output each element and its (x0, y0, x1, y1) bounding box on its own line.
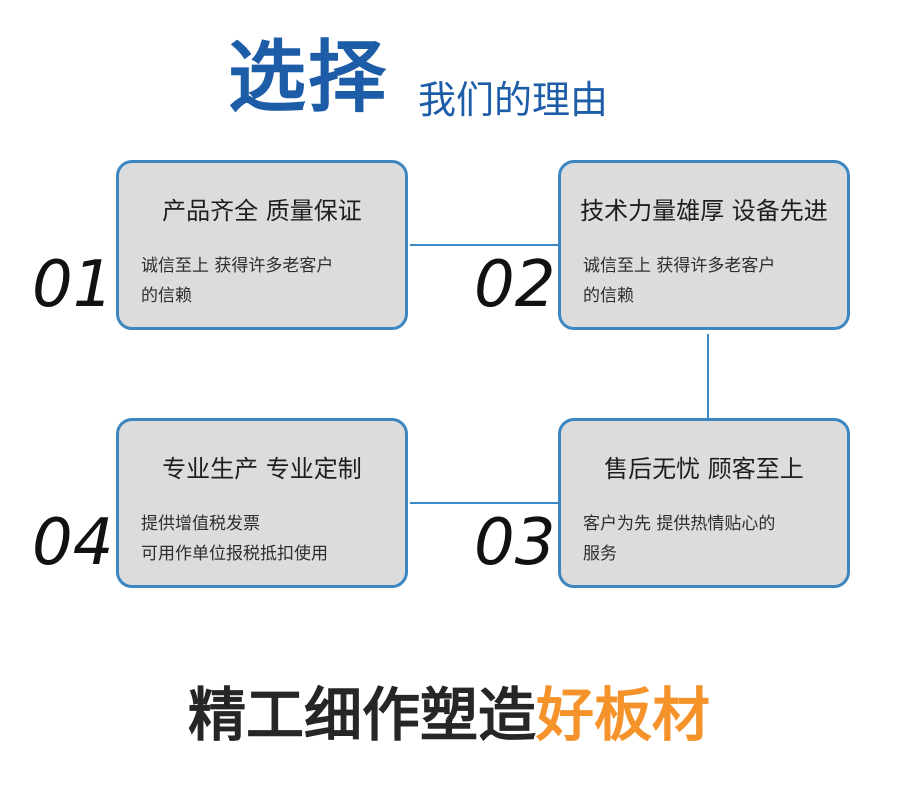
reason-card-title: 专业生产 专业定制 (162, 455, 362, 483)
slogan-text-accent: 好板材 (536, 681, 711, 749)
connector-line-right (707, 334, 709, 418)
reason-card-03: 售后无忧 顾客至上 客户为先 提供热情贴心的 服务 (558, 418, 850, 588)
reason-card-description: 诚信至上 获得许多老客户 的信赖 (141, 251, 387, 311)
reason-card-desc-line: 诚信至上 获得许多老客户 (141, 256, 334, 276)
bottom-slogan: 精工细作塑造好板材 (188, 670, 710, 760)
reason-card-desc-line: 可用作单位报税抵扣使用 (141, 544, 328, 564)
reason-card-title: 技术力量雄厚 设备先进 (580, 197, 828, 225)
connector-line-bottom (410, 502, 560, 504)
heading-title-light: 我们的理由 (418, 78, 609, 122)
reason-number-04: 04 (32, 506, 114, 580)
slogan-text-dark: 精工细作塑造 (188, 681, 537, 749)
reason-card-04: 专业生产 专业定制 提供增值税发票 可用作单位报税抵扣使用 (116, 418, 408, 588)
reason-number-03: 03 (474, 506, 556, 580)
reason-card-desc-line: 提供增值税发票 (141, 514, 260, 534)
reason-card-title: 产品齐全 质量保证 (162, 197, 362, 225)
reason-card-description: 提供增值税发票 可用作单位报税抵扣使用 (141, 509, 387, 569)
reason-card-desc-line: 的信赖 (583, 286, 634, 306)
reason-card-desc-line: 客户为先 提供热情贴心的 (583, 514, 776, 534)
heading-title-bold: 选择 (228, 33, 389, 123)
reason-card-desc-line: 服务 (583, 544, 617, 564)
reason-card-02: 技术力量雄厚 设备先进 诚信至上 获得许多老客户 的信赖 (558, 160, 850, 330)
reason-number-02: 02 (474, 248, 556, 322)
reason-card-desc-line: 诚信至上 获得许多老客户 (583, 256, 776, 276)
connector-line-top (410, 244, 560, 246)
reason-card-title: 售后无忧 顾客至上 (604, 455, 804, 483)
reason-number-01: 01 (32, 248, 114, 322)
reason-card-desc-line: 的信赖 (141, 286, 192, 306)
reason-card-01: 产品齐全 质量保证 诚信至上 获得许多老客户 的信赖 (116, 160, 408, 330)
reason-card-description: 诚信至上 获得许多老客户 的信赖 (583, 251, 829, 311)
reason-card-description: 客户为先 提供热情贴心的 服务 (583, 509, 829, 569)
section-heading: 选择 我们的理由 (228, 28, 788, 128)
